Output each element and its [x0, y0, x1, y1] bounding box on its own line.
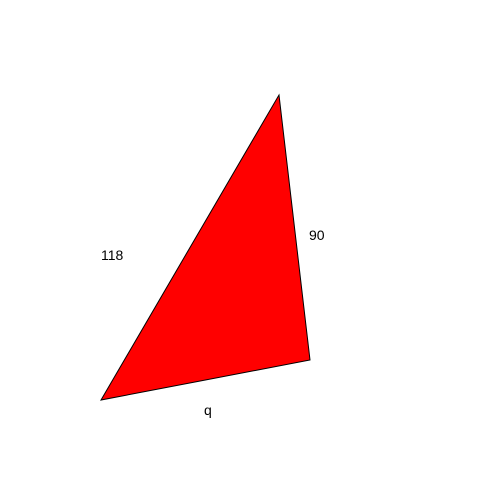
right-side-label: 90: [309, 227, 325, 243]
bottom-side-label: q: [204, 402, 212, 418]
left-side-label: 118: [101, 247, 124, 263]
triangle-shape: [100, 93, 311, 401]
